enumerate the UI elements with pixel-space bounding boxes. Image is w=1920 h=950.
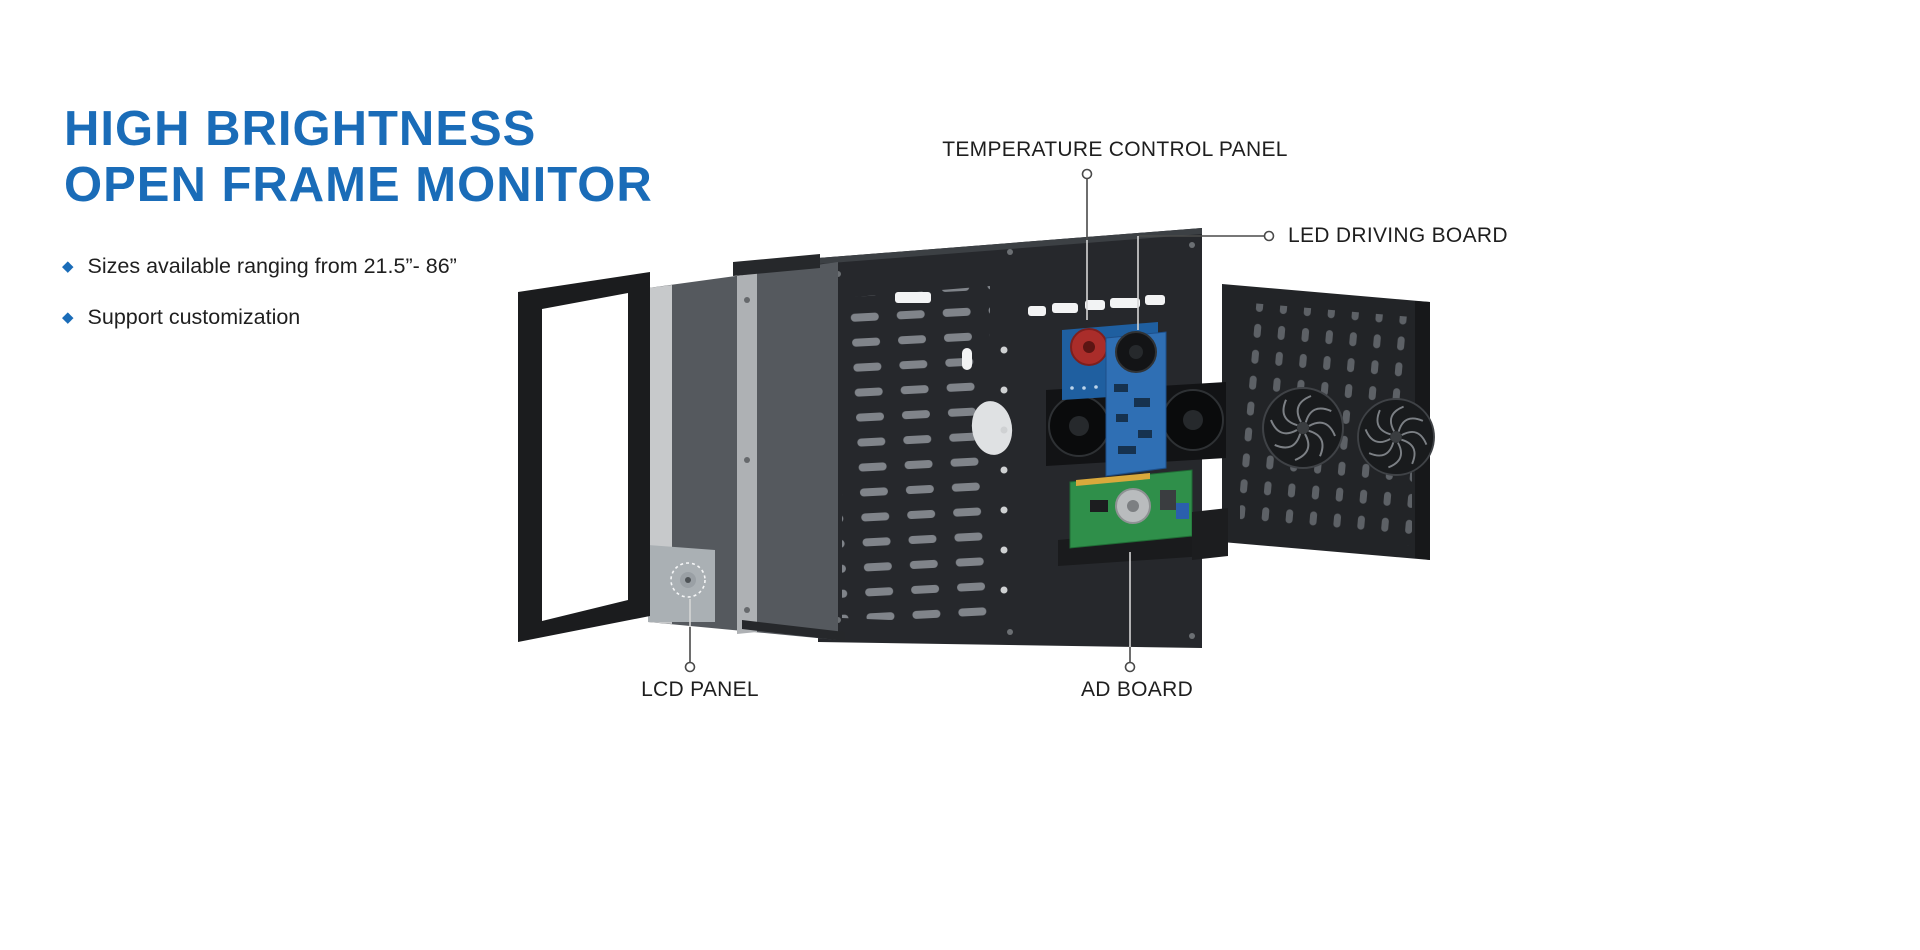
page-title-line2: OPEN FRAME MONITOR: [64, 157, 653, 212]
lcd-panel-part: [648, 254, 845, 641]
ad-board-part: [1058, 469, 1228, 566]
rear-cover-part: [1222, 284, 1435, 560]
lcd-screw-highlight-circle: [670, 562, 706, 598]
feature-item-sizes: ◆ Sizes available ranging from 21.5”- 86…: [62, 254, 457, 279]
page-title-line1: HIGH BRIGHTNESS: [64, 102, 537, 156]
front-bezel-part: [518, 272, 650, 642]
callout-leader-lines: [684, 168, 1275, 673]
callout-ad-board: AD BOARD: [1080, 678, 1194, 701]
cooling-fan-left: [1046, 386, 1112, 466]
page-title: HIGH BRIGHTNESS OPEN FRAME MONITOR: [64, 102, 653, 214]
feature-label: Support customization: [87, 305, 301, 329]
callout-temperature-control-panel: TEMPERATURE CONTROL PANEL: [942, 138, 1288, 161]
cooling-fan-right: [1160, 382, 1226, 462]
diamond-bullet-icon: ◆: [62, 309, 74, 326]
diamond-bullet-icon: ◆: [62, 258, 74, 275]
feature-list: ◆ Sizes available ranging from 21.5”- 86…: [62, 254, 457, 356]
callout-lcd-panel: LCD PANEL: [641, 678, 759, 701]
callout-led-driving-board: LED DRIVING BOARD: [1288, 224, 1508, 247]
feature-item-customization: ◆ Support customization: [62, 305, 457, 330]
feature-label: Sizes available ranging from 21.5”- 86”: [87, 254, 457, 278]
main-chassis-part: [818, 228, 1202, 648]
led-driving-board-part: [1105, 331, 1167, 477]
